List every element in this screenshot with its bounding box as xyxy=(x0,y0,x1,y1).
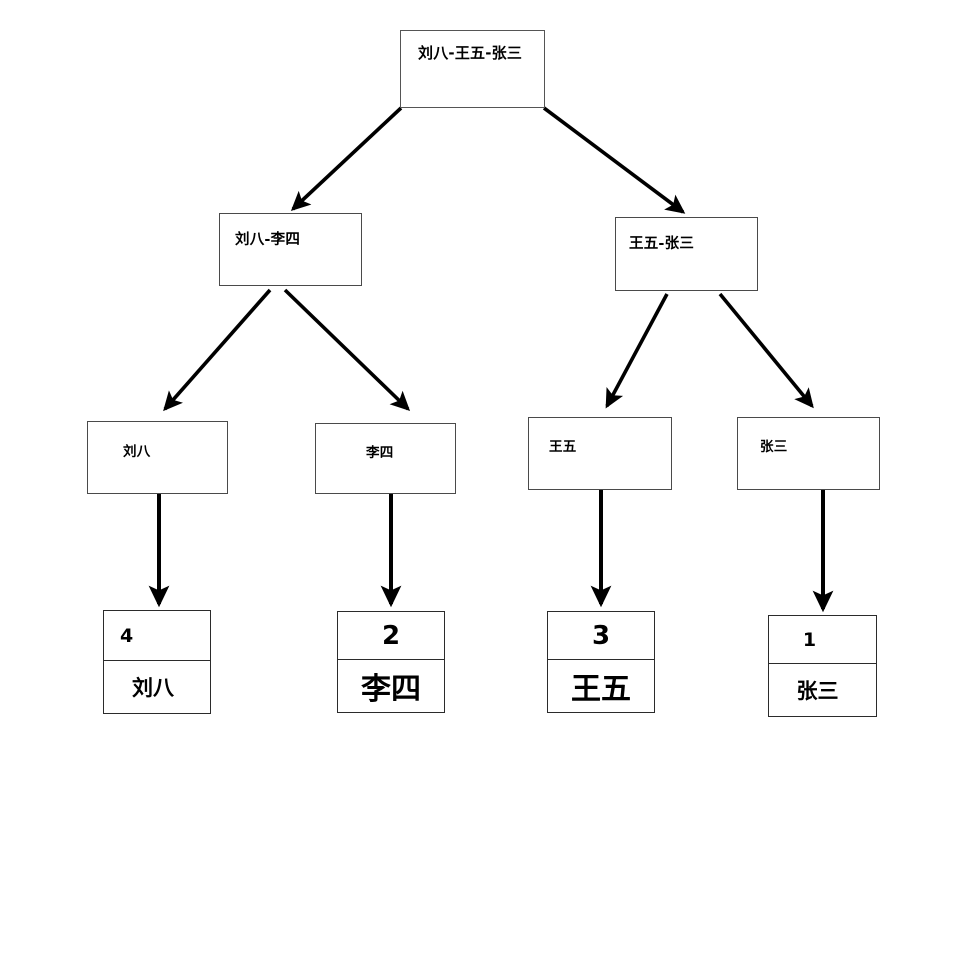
record-box-lisi[interactable]: 2 李四 xyxy=(337,611,445,713)
node-wangwu-zhangsan[interactable]: 王五-张三 xyxy=(615,217,758,291)
edge-wangwu-zhangsan-to-zhangsan xyxy=(718,292,814,409)
node-zhangsan[interactable]: 张三 xyxy=(737,417,880,490)
node-wangwu-label: 王五 xyxy=(549,439,577,455)
record-count-lisi: 2 xyxy=(338,612,444,660)
record-name-zhangsan: 张三 xyxy=(796,679,839,703)
node-lisi-label: 李四 xyxy=(366,445,394,461)
node-liuba[interactable]: 刘八 xyxy=(87,421,228,494)
record-name-lisi: 李四 xyxy=(361,672,421,707)
node-wangwu[interactable]: 王五 xyxy=(528,417,672,490)
record-box-zhangsan[interactable]: 1 张三 xyxy=(768,615,877,717)
record-box-liuba[interactable]: 4 刘八 xyxy=(103,610,211,714)
node-liuba-lisi[interactable]: 刘八-李四 xyxy=(219,213,362,286)
edge-liuba-lisi-to-lisi xyxy=(283,288,411,412)
edge-wangwu-zhangsan-to-wangwu xyxy=(605,293,669,409)
edge-root-to-liuba-lisi xyxy=(290,106,403,211)
node-lisi[interactable]: 李四 xyxy=(315,423,456,494)
record-count-liuba: 4 xyxy=(104,611,210,661)
record-box-wangwu[interactable]: 3 王五 xyxy=(547,611,655,713)
record-name-liuba: 刘八 xyxy=(132,676,174,700)
node-zhangsan-label: 张三 xyxy=(760,439,788,455)
record-count-zhangsan: 1 xyxy=(769,616,876,664)
node-wangwu-zhangsan-label: 王五-张三 xyxy=(629,236,695,252)
edge-root-to-wangwu-zhangsan xyxy=(542,106,686,214)
node-root-label: 刘八-王五-张三 xyxy=(418,44,523,62)
record-name-wangwu: 王五 xyxy=(571,672,631,707)
node-root[interactable]: 刘八-王五-张三 xyxy=(400,30,545,108)
node-liuba-label: 刘八 xyxy=(123,444,151,460)
edge-liuba-lisi-to-liuba xyxy=(163,288,272,412)
node-liuba-lisi-label: 刘八-李四 xyxy=(235,232,301,248)
record-count-wangwu: 3 xyxy=(548,612,654,660)
